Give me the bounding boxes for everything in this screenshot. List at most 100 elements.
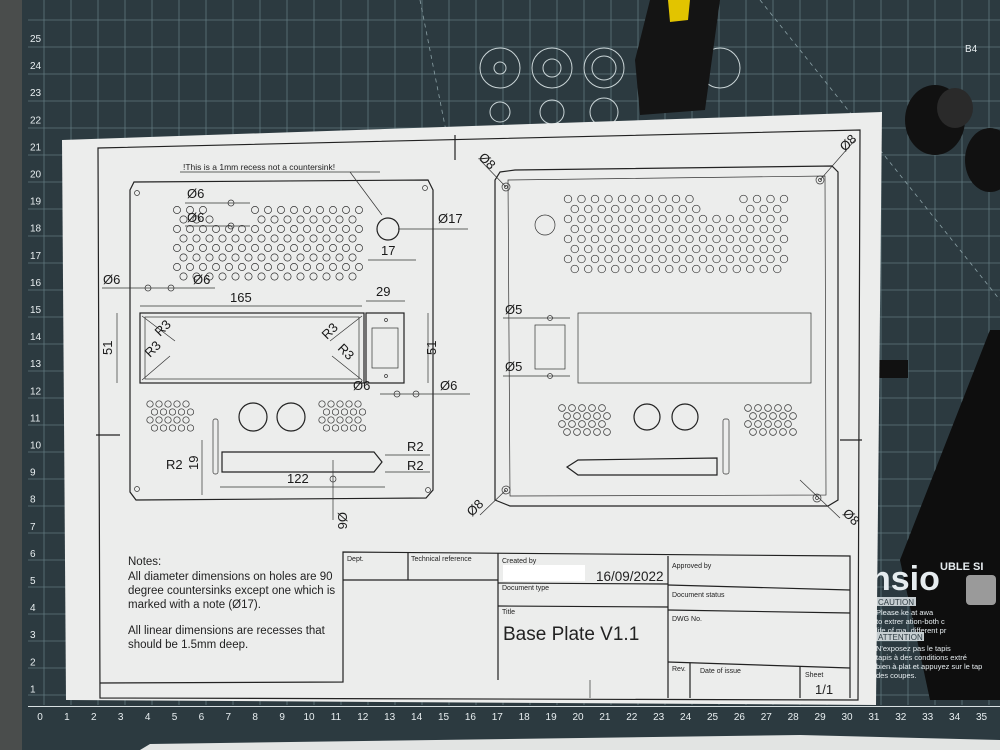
desk-objects [878,85,1000,700]
vent-hole [309,215,318,224]
vent-hole [779,428,787,436]
dim-d6: Ø6 [187,210,204,225]
vent-hole [739,234,748,244]
vent-hole [342,263,350,271]
vent-hole [573,412,581,420]
left-plate-outline [129,179,434,501]
ruler-left-number: 18 [30,224,42,235]
vent-hole [766,194,775,204]
vent-hole [283,215,292,224]
ruler-left-number: 24 [30,61,42,72]
vent-hole [725,214,735,224]
ruler-bottom-number: 8 [252,712,258,723]
ruler-bottom-number: 21 [599,712,611,723]
vent-hole [773,204,782,214]
vent-hole [665,264,674,274]
vent-hole [218,234,227,243]
vent-hole [327,400,335,408]
vent-hole [322,215,331,224]
vent-hole [155,400,163,408]
vent-hole [322,408,331,416]
vent-hole [173,244,181,252]
vent-hole [739,254,748,264]
vent-hole [231,253,240,262]
notes-heading: Notes: [128,556,161,568]
vent-hole [335,253,344,262]
vent-hole [692,224,701,234]
vent-hole [712,234,721,244]
caution-line-3: life of ma, different pr [876,626,947,635]
attention-badge [876,632,924,641]
ruler-bottom-number: 27 [761,712,773,723]
vent-hole [199,244,207,252]
vent-hole [759,264,768,274]
dim-r2: R2 [407,439,424,454]
vent-hole [611,244,620,254]
dim-d17: Ø17 [438,211,463,226]
ruler-left-number: 14 [30,332,42,343]
vent-hole [277,263,285,271]
vent-hole [186,408,195,416]
vent-hole [199,263,207,271]
vent-hole [329,244,337,252]
vent-hole [590,214,600,224]
vent-hole [766,234,775,244]
dim-51: 51 [424,341,439,355]
vent-hole [173,225,181,233]
vent-hole [719,224,728,234]
vent-hole [685,254,694,264]
vent-hole [752,194,762,204]
ruler-bottom-number: 11 [331,712,342,723]
vent-hole [712,254,721,264]
created-by-label: Created by [502,558,537,565]
vent-hole [573,428,581,436]
dim-d6: Ø6 [440,378,457,393]
corner-hole [425,487,431,493]
corner-hole [422,185,428,191]
drawing-frame [97,129,861,701]
vent-hole [604,194,613,204]
mat-brand-text: nsio [870,560,940,598]
vent-hole [604,214,613,224]
vent-hole [744,404,752,412]
title-block: Dept. Technical reference Created by 16/… [99,551,851,698]
attention-line-2: tapis à des conditions extré [876,653,967,662]
vent-hole [316,225,324,233]
caution-label: CAUTION [878,598,914,607]
sheet-number: 1/1 [815,682,833,697]
ruler-bottom-number: 2 [91,712,97,723]
ruler-bottom-number: 20 [572,712,584,723]
vent-hole [225,263,233,271]
vent-hole [593,412,601,420]
vent-hole [283,234,292,243]
vent-hole [597,264,606,274]
vent-hole [631,254,640,264]
vent-hole [563,194,573,204]
vent-hole [348,215,357,224]
mat-corner-label: B4 [965,44,978,55]
vent-hole [340,408,349,416]
ruler-bottom-number: 14 [411,712,423,723]
vent-hole [590,234,600,244]
vent-hole [563,234,573,244]
vent-hole [322,253,331,262]
vent-hole [617,194,627,204]
vent-hole [238,263,246,271]
vent-hole [692,264,701,274]
attention-label: ATTENTION [878,633,923,642]
ruler-left-number: 8 [30,495,36,506]
vent-hole [563,254,573,264]
ruler-left-number: 4 [30,603,36,614]
attention-line-4: des coupes. [876,671,916,680]
vent-hole [712,214,721,224]
vent-hole [348,234,357,243]
vent-hole [766,254,775,264]
vent-hole [318,400,326,408]
vent-hole [238,225,246,233]
vent-hole [685,194,694,204]
ruler-bottom-number: 35 [976,712,988,723]
vent-hole [335,234,344,243]
vent-hole [705,244,714,254]
vent-hole [746,224,755,234]
